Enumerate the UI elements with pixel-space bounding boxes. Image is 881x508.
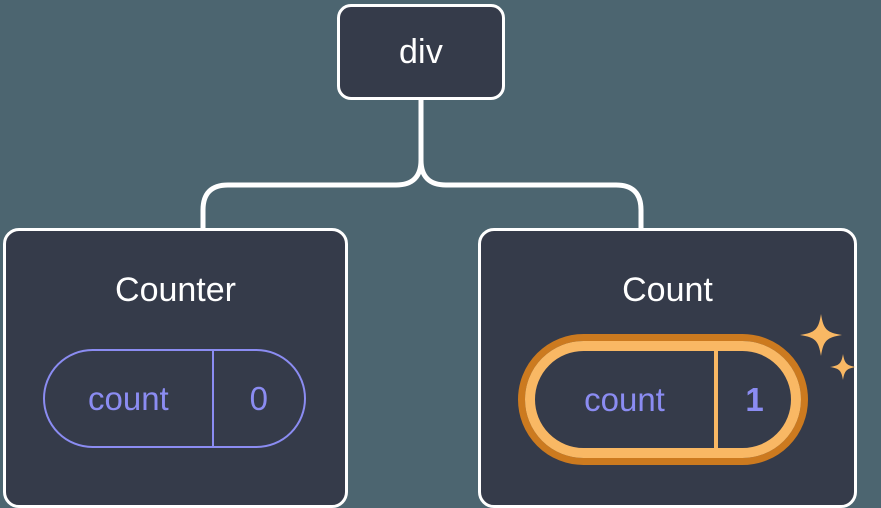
prop-value: 1 bbox=[745, 381, 764, 418]
prop-pill-count-count: count 1 bbox=[525, 341, 801, 458]
prop-pill-counter-count[interactable]: count 0 bbox=[43, 349, 306, 448]
prop-value: 0 bbox=[249, 380, 269, 417]
prop-key: count bbox=[45, 351, 214, 446]
sparkle-icon bbox=[800, 314, 856, 380]
node-count-title: Count bbox=[622, 271, 713, 309]
connector-to-count bbox=[418, 157, 644, 233]
prop-key: count bbox=[535, 351, 718, 448]
diagram-canvas: div Counter count 0 Count count 1 bbox=[3, 4, 857, 508]
prop-pill-count-count-highlight[interactable]: count 1 bbox=[518, 334, 808, 465]
node-counter-title: Counter bbox=[115, 271, 236, 309]
prop-pill-counter-wrap: count 0 bbox=[43, 349, 306, 448]
node-root-label: div bbox=[398, 33, 444, 71]
connector-to-counter bbox=[200, 157, 424, 233]
prop-pill-count-wrap: count 1 bbox=[518, 334, 808, 465]
node-root-div[interactable]: div bbox=[337, 4, 505, 100]
sparkle-star-small bbox=[830, 354, 856, 380]
sparkle-star-large bbox=[800, 314, 842, 356]
